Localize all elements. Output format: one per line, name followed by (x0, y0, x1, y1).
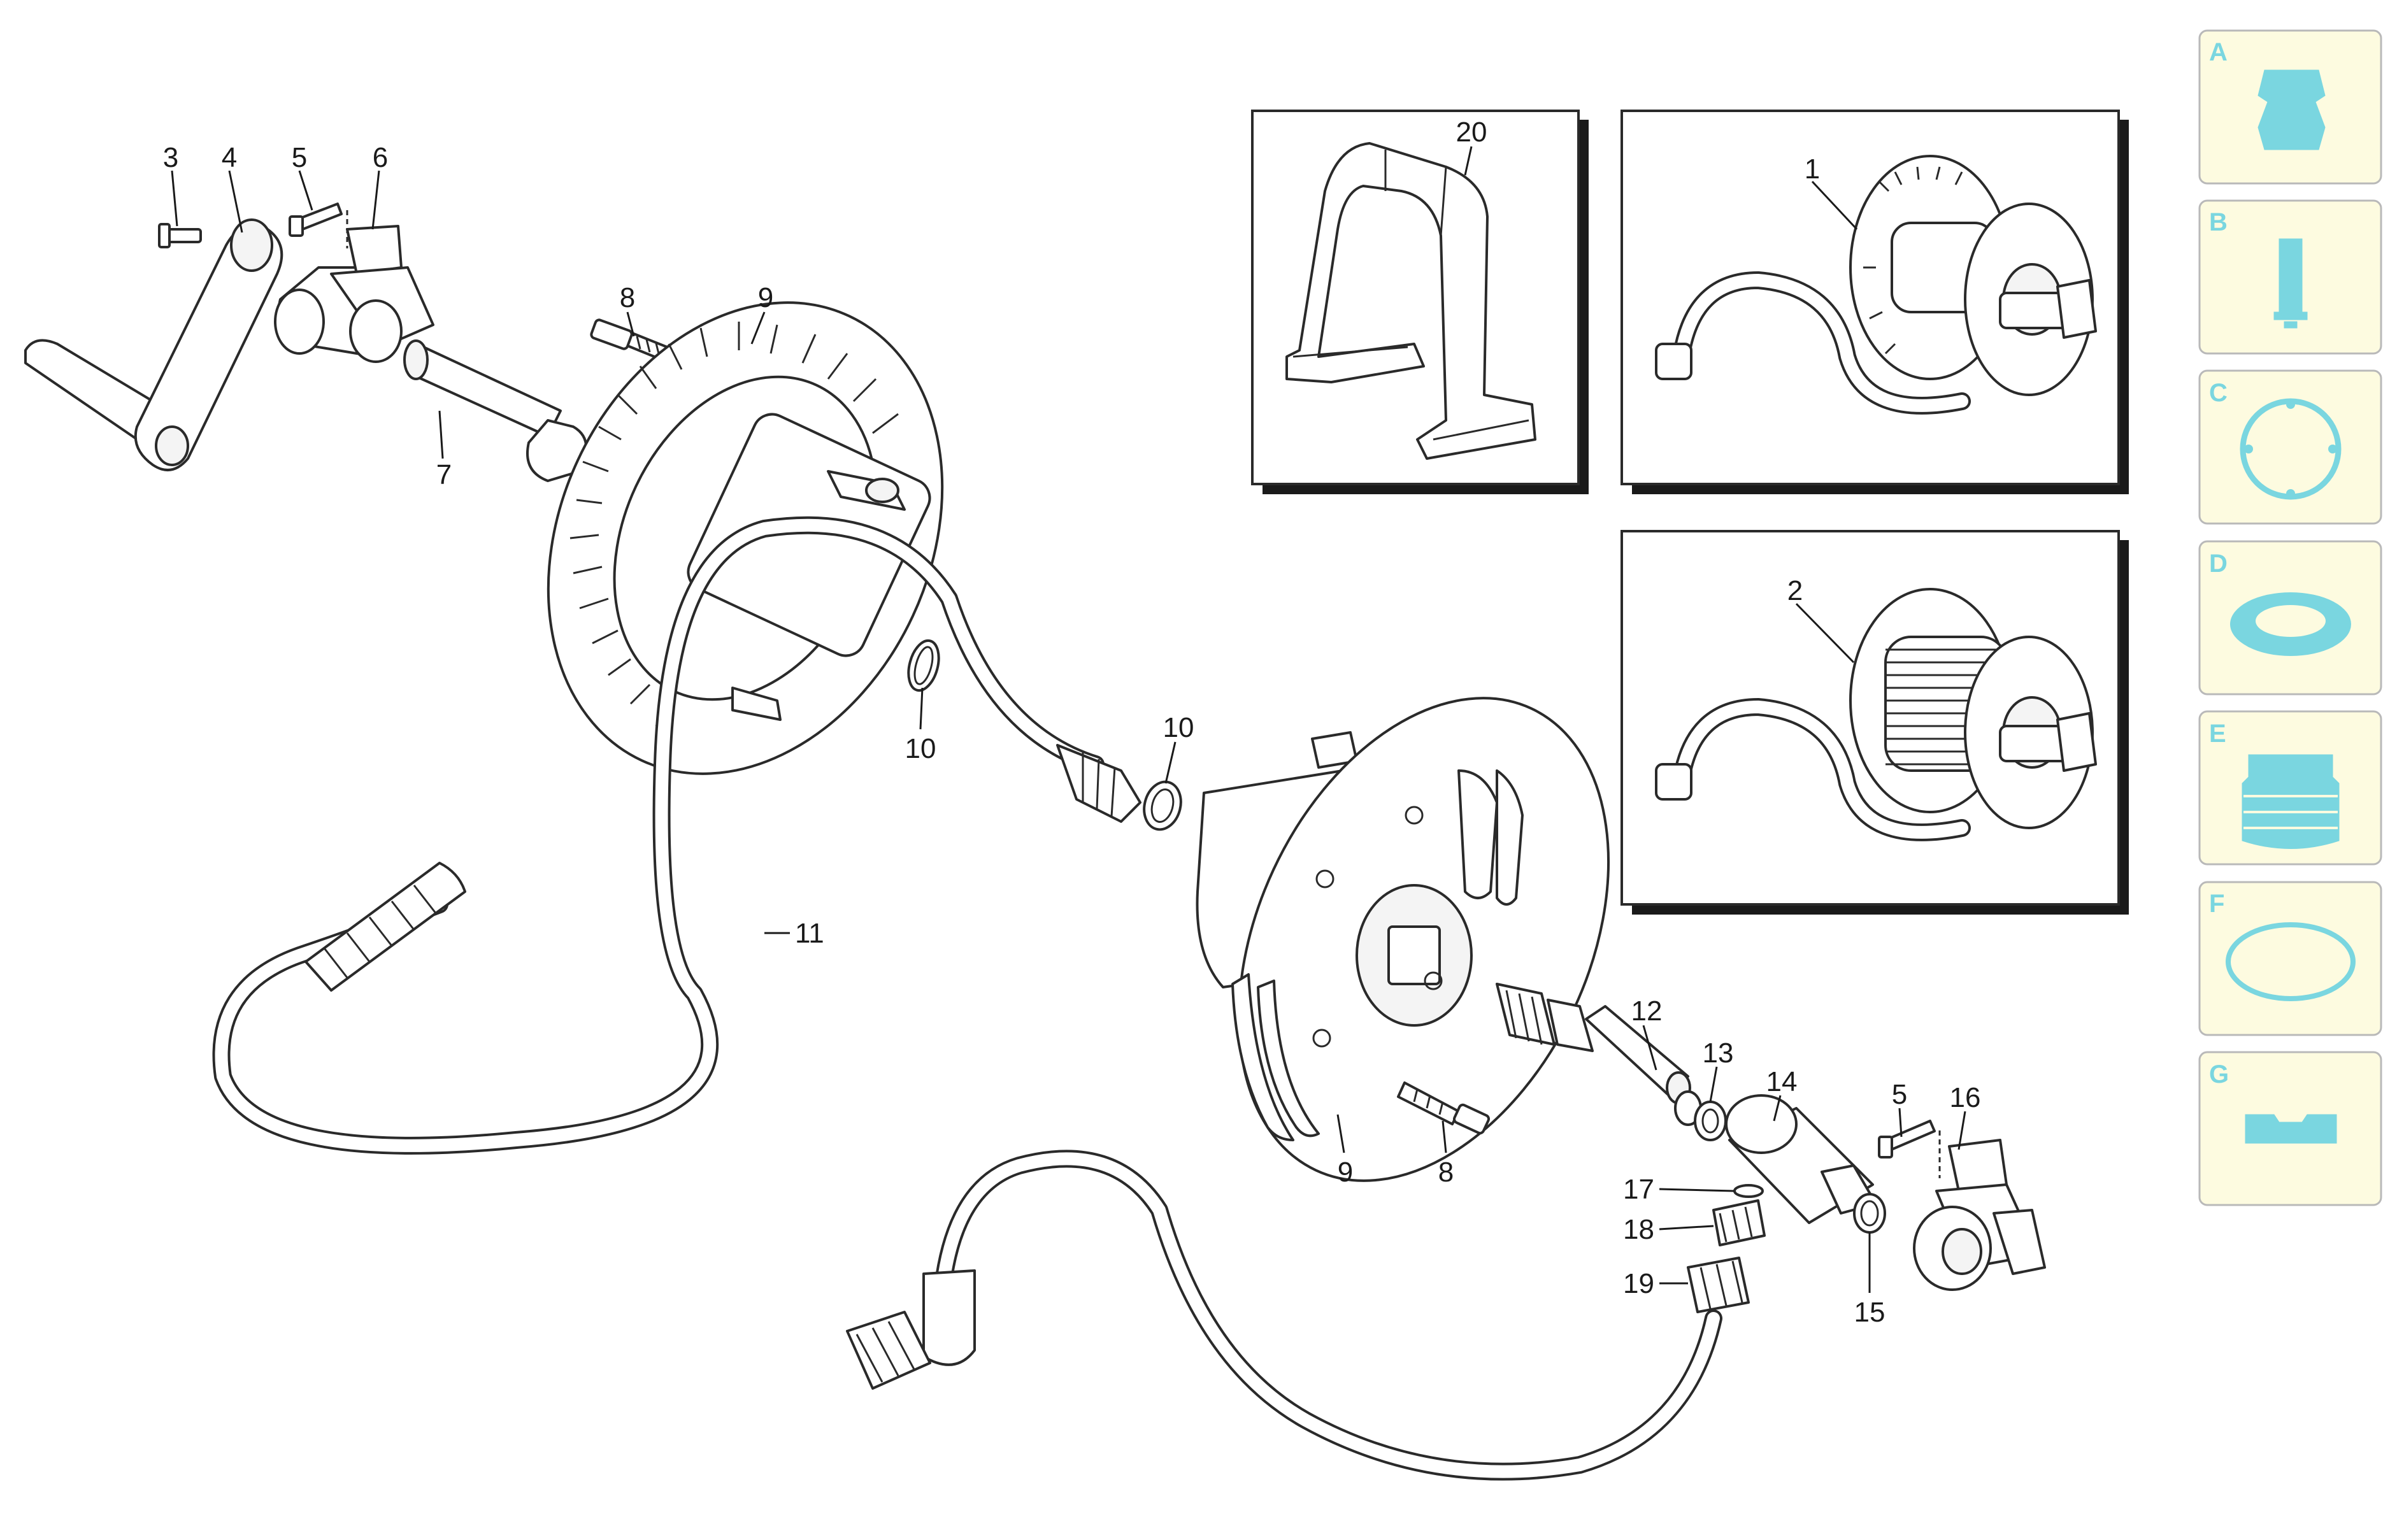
leader-lines (171, 146, 1966, 1293)
nozzle-pin-icon (2273, 238, 2308, 329)
part-nipple-18[interactable] (1712, 1199, 1766, 1246)
retaining-ring-icon (2240, 398, 2342, 500)
part-seal-17[interactable] (1733, 1184, 1764, 1198)
callout-4: 4 (222, 142, 237, 173)
quick-coupling-icon (2257, 69, 2326, 150)
threaded-adapter-icon (2242, 754, 2340, 849)
tab-d[interactable]: D (2198, 540, 2382, 695)
inset-box-handle[interactable] (1251, 110, 1589, 494)
part-clamp-bracket[interactable] (274, 225, 434, 363)
part-screw-5-top[interactable] (289, 203, 348, 248)
part-swivel-fitting[interactable] (1496, 983, 1691, 1104)
callout-6: 6 (373, 142, 388, 173)
part-retaining-ring-15[interactable] (1853, 1193, 1886, 1234)
callout-12: 12 (1631, 995, 1663, 1027)
callout-labels: 3 4 5 6 7 8 9 10 10 11 12 13 14 15 16 5 … (163, 117, 1981, 1328)
tab-c[interactable]: C (2198, 369, 2382, 525)
callout-7: 7 (436, 459, 452, 490)
part-retaining-ring-left[interactable] (903, 638, 943, 694)
part-screw-3[interactable] (158, 223, 202, 248)
part-union-nut-19[interactable] (1687, 1257, 1750, 1313)
svg-text:F: F (2209, 890, 2224, 918)
callout-8-bottom: 8 (1438, 1157, 1454, 1188)
callout-9-top: 9 (758, 282, 773, 313)
inset-box-reel-empty[interactable] (1621, 110, 2129, 494)
tab-g[interactable]: G (2198, 1051, 2382, 1206)
callout-19: 19 (1623, 1268, 1654, 1299)
callout-20: 20 (1456, 117, 1487, 148)
callout-10-left: 10 (905, 733, 936, 764)
part-shaft[interactable] (403, 339, 588, 482)
callout-15: 15 (1854, 1297, 1885, 1328)
part-screw-5-bottom[interactable] (1878, 1120, 1941, 1178)
callout-13: 13 (1703, 1037, 1734, 1069)
svg-text:B: B (2209, 208, 2228, 236)
tab-e[interactable]: E (2198, 710, 2382, 866)
callout-1: 1 (1805, 153, 1820, 185)
flat-seal-icon (2230, 592, 2351, 656)
part-hose-connector[interactable] (846, 1150, 1722, 1481)
svg-text:D: D (2209, 550, 2228, 578)
svg-text:E: E (2209, 720, 2226, 748)
svg-text:C: C (2209, 379, 2228, 407)
callout-5-bottom: 5 (1892, 1079, 1907, 1110)
callout-9-bottom: 9 (1338, 1157, 1353, 1188)
part-retaining-ring-right[interactable] (1139, 778, 1186, 834)
part-bolt-bottom[interactable] (1397, 1081, 1491, 1135)
callout-11: 11 (795, 918, 824, 949)
part-clamp-bracket-16[interactable] (1913, 1139, 2046, 1291)
part-hose-main[interactable] (212, 516, 1141, 1155)
callout-18: 18 (1623, 1214, 1654, 1245)
callout-10-right: 10 (1163, 712, 1194, 743)
callout-5-top: 5 (292, 142, 307, 173)
callout-17: 17 (1623, 1174, 1654, 1205)
part-crank-handle[interactable] (24, 218, 283, 471)
tab-a[interactable]: A (2198, 29, 2382, 185)
callout-14: 14 (1766, 1066, 1798, 1097)
callout-8-top: 8 (620, 282, 635, 313)
inset-box-reel-with-hose[interactable] (1621, 530, 2129, 915)
clip-icon (2245, 1114, 2337, 1144)
part-o-ring-13[interactable] (1674, 1090, 1727, 1141)
svg-text:G: G (2209, 1060, 2229, 1088)
callout-16: 16 (1950, 1082, 1981, 1113)
tab-f[interactable]: F (2198, 881, 2382, 1036)
svg-text:A: A (2209, 38, 2228, 66)
callout-2: 2 (1787, 575, 1803, 606)
callout-3: 3 (163, 142, 178, 173)
o-ring-icon (2226, 922, 2356, 1001)
part-reel-disc-rear[interactable] (1166, 639, 1681, 1241)
tab-b[interactable]: B (2198, 199, 2382, 355)
sidebar-tabs: A B C D (2198, 29, 2382, 1206)
